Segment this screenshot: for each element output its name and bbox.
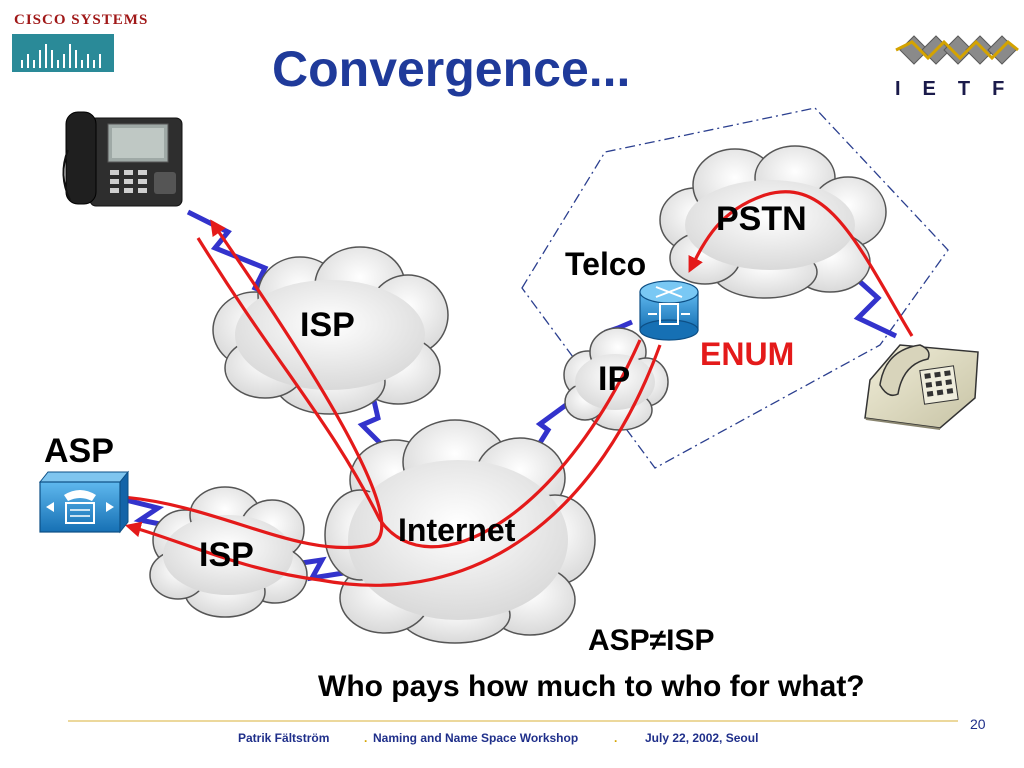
cloud-isp-bottom — [149, 486, 308, 618]
label-pstn: PSTN — [716, 200, 807, 238]
label-ip: IP — [598, 360, 631, 398]
question-line-1: ASP≠ISP — [588, 624, 715, 657]
cloud-isp-top — [212, 246, 449, 415]
page-number: 20 — [970, 716, 986, 732]
ip-phone-icon — [62, 111, 183, 207]
slide-title: Convergence... — [272, 41, 631, 97]
label-isp-top: ISP — [300, 306, 355, 344]
call-paths — [121, 190, 914, 587]
label-isp-bottom: ISP — [199, 536, 254, 574]
label-asp: ASP — [44, 432, 114, 470]
label-telco: Telco — [565, 246, 647, 282]
footer-author: Patrik Fältström — [238, 731, 330, 745]
label-internet: Internet — [398, 512, 516, 548]
telco-boundary — [521, 107, 949, 469]
link-isp-internet-bottom — [287, 556, 351, 582]
footer-date: July 22, 2002, Seoul — [645, 731, 759, 745]
analog-phone-icon — [864, 344, 979, 430]
ietf-logo-text: IETF — [895, 78, 1024, 100]
footer-event: Naming and Name Space Workshop — [373, 731, 579, 745]
label-enum: ENUM — [700, 336, 795, 372]
cloud-pstn — [659, 145, 887, 299]
path-phone-to-ip — [196, 237, 642, 549]
cloud-internet — [324, 419, 596, 644]
footer-separator: . — [364, 731, 368, 745]
cisco-logo-text: CISCO SYSTEMS — [14, 12, 149, 28]
question-line-2: Who pays how much to who for what? — [318, 670, 865, 703]
telco-router-icon — [639, 280, 699, 341]
ietf-logo — [895, 35, 1019, 65]
link-pstn-phone — [853, 278, 898, 339]
footer-separator: . — [614, 731, 618, 745]
path-ip-to-asp — [124, 344, 662, 587]
path-phone-to-pstn — [688, 190, 914, 337]
asp-server-icon — [38, 470, 130, 534]
cisco-logo — [12, 34, 114, 72]
path-asp-to-phone — [121, 219, 384, 550]
link-asp-isp — [125, 497, 171, 529]
